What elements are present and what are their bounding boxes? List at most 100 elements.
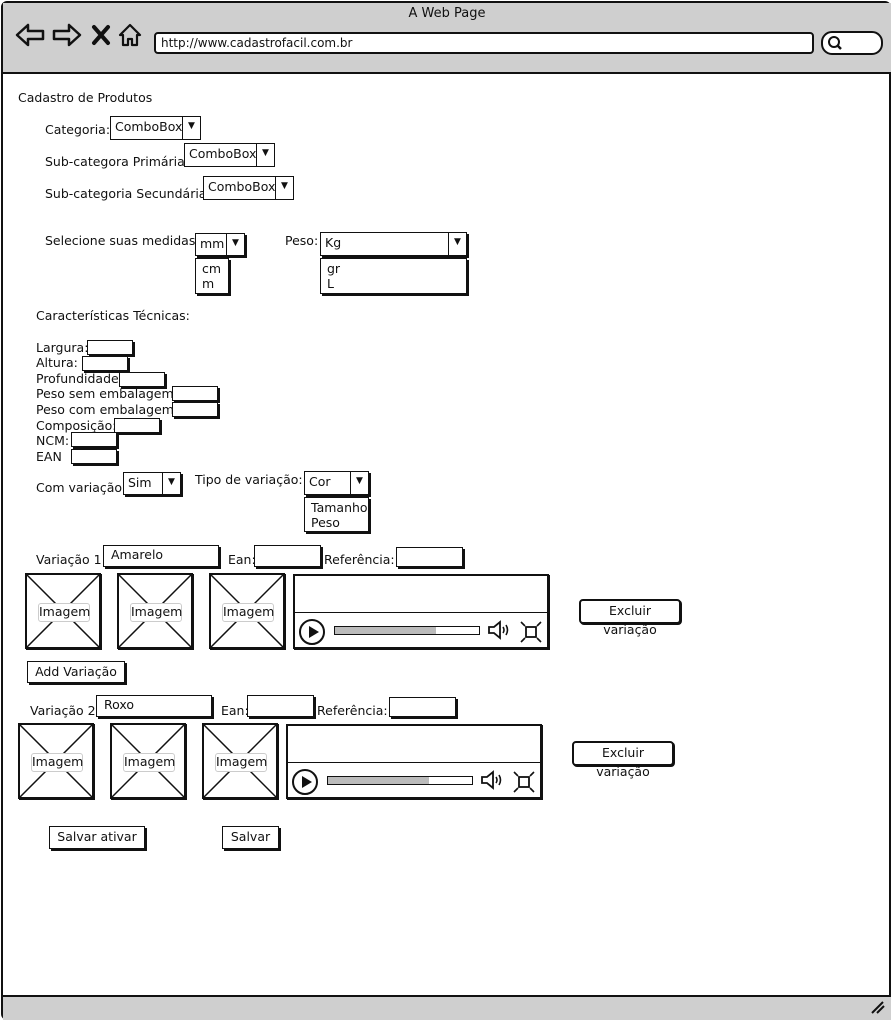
address-bar[interactable]: http://www.cadastrofacil.com.br [154, 32, 814, 54]
image-placeholder[interactable]: Imagem [202, 723, 278, 799]
chevron-down-icon: ▼ [182, 117, 200, 139]
variacao-2-ref-input[interactable] [389, 697, 456, 717]
back-arrow-icon[interactable] [15, 22, 45, 53]
variacao-2-label: Variação 2: [30, 703, 100, 718]
list-item[interactable]: gr [327, 261, 341, 276]
chevron-down-icon: ▼ [162, 473, 180, 494]
list-item[interactable]: Tamanho [311, 500, 368, 515]
play-icon[interactable] [292, 769, 318, 795]
video-divider [295, 612, 547, 613]
com-variacao-combobox[interactable]: Sim ▼ [123, 472, 181, 495]
categoria-label: Categoria: [45, 122, 111, 137]
peso-combobox[interactable]: Kg ▼ [320, 232, 467, 256]
progress-fill [335, 627, 436, 634]
altura-field[interactable] [82, 356, 128, 371]
variacao-2-name-input[interactable]: Roxo [96, 695, 212, 717]
chevron-down-icon: ▼ [275, 177, 293, 199]
close-icon[interactable] [91, 22, 111, 53]
profundidade-label: Profundidade: [36, 371, 123, 386]
fullscreen-icon[interactable] [520, 621, 542, 643]
status-bar [3, 995, 891, 1020]
search-icon [827, 33, 843, 59]
subcat1-label: Sub-categora Primária: [45, 154, 190, 169]
list-item[interactable]: L [327, 276, 334, 291]
image-caption: Imagem [222, 603, 274, 622]
medidas-combobox[interactable]: mm ▼ [195, 233, 245, 256]
caracteristicas-label: Características Técnicas: [36, 308, 190, 323]
image-caption: Imagem [215, 753, 267, 772]
search-box[interactable] [821, 31, 883, 55]
list-item[interactable]: m [202, 276, 215, 291]
profundidade-field[interactable] [119, 372, 165, 387]
variacao-1-name-input[interactable]: Amarelo [103, 545, 219, 567]
subcat2-combobox[interactable]: ComboBox ▼ [203, 176, 294, 200]
progress-bar[interactable] [334, 626, 480, 635]
video-player[interactable] [293, 574, 549, 649]
image-placeholder[interactable]: Imagem [110, 723, 186, 799]
variacao-1-ean-input[interactable] [254, 545, 321, 567]
image-placeholder[interactable]: Imagem [209, 573, 285, 649]
variacao-1-ean-label: Ean: [228, 552, 256, 567]
image-placeholder[interactable]: Imagem [117, 573, 193, 649]
tipo-variacao-value: Cor [309, 474, 331, 489]
variacao-1-label: Variação 1: [36, 552, 106, 567]
variacao-2-ean-input[interactable] [247, 695, 314, 717]
medidas-label: Selecione suas medidas: [45, 233, 200, 248]
categoria-value: ComboBox [115, 119, 183, 134]
volume-icon[interactable] [480, 769, 506, 795]
medidas-dropdown: cm m [195, 258, 229, 294]
chevron-down-icon: ▼ [350, 472, 368, 494]
play-icon[interactable] [299, 619, 325, 645]
home-icon[interactable] [118, 22, 142, 53]
page-title: Cadastro de Produtos [18, 90, 153, 105]
forward-arrow-icon[interactable] [52, 22, 82, 53]
video-divider [288, 762, 540, 763]
peso-com-label: Peso com embalagem: [36, 402, 179, 417]
peso-sem-field[interactable] [172, 386, 218, 401]
largura-field[interactable] [87, 340, 133, 355]
resize-grip-icon[interactable] [870, 1000, 886, 1018]
tipo-variacao-combobox[interactable]: Cor ▼ [304, 471, 369, 495]
composicao-label: Composição: [36, 418, 117, 433]
remove-variation-1-button[interactable]: Excluir variação [579, 599, 681, 637]
categoria-combobox[interactable]: ComboBox ▼ [110, 116, 201, 140]
add-variation-button[interactable]: Add Variação [27, 661, 125, 683]
tipo-variacao-label: Tipo de variação: [195, 472, 303, 487]
video-player[interactable] [286, 724, 542, 799]
ean-field[interactable] [71, 449, 117, 464]
ncm-label: NCM: [36, 433, 70, 448]
image-caption: Imagem [38, 603, 90, 622]
subcat1-value: ComboBox [189, 146, 257, 161]
image-placeholder[interactable]: Imagem [18, 723, 94, 799]
image-caption: Imagem [123, 753, 175, 772]
subcat2-label: Sub-categoria Secundária: [45, 186, 211, 201]
save-button[interactable]: Salvar [222, 826, 279, 849]
fullscreen-icon[interactable] [513, 771, 535, 793]
remove-variation-2-button[interactable]: Excluir variação [572, 741, 674, 779]
ean-label: EAN [36, 449, 62, 464]
medidas-value: mm [200, 236, 225, 251]
peso-sem-label: Peso sem embalagem: [36, 386, 178, 401]
volume-icon[interactable] [487, 619, 513, 645]
variacao-1-ref-input[interactable] [396, 547, 463, 567]
largura-label: Largura: [36, 340, 89, 355]
variacao-1-ref-label: Referência: [324, 552, 395, 567]
com-variacao-value: Sim [128, 475, 152, 490]
save-activate-button[interactable]: Salvar ativar [49, 826, 145, 849]
window-title: A Web Page [408, 6, 486, 21]
peso-com-field[interactable] [172, 402, 218, 417]
progress-bar[interactable] [327, 776, 473, 785]
peso-dropdown: gr L [320, 258, 467, 294]
ncm-field[interactable] [71, 432, 117, 447]
image-placeholder[interactable]: Imagem [25, 573, 101, 649]
variacao-2-ref-label: Referência: [317, 703, 388, 718]
com-variacao-label: Com variação: [36, 480, 127, 495]
chevron-down-icon: ▼ [448, 233, 466, 255]
subcat2-value: ComboBox [208, 179, 276, 194]
subcat1-combobox[interactable]: ComboBox ▼ [184, 143, 275, 167]
list-item[interactable]: Peso [311, 515, 340, 530]
list-item[interactable]: cm [202, 261, 222, 276]
composicao-field[interactable] [114, 418, 160, 433]
image-caption: Imagem [31, 753, 83, 772]
